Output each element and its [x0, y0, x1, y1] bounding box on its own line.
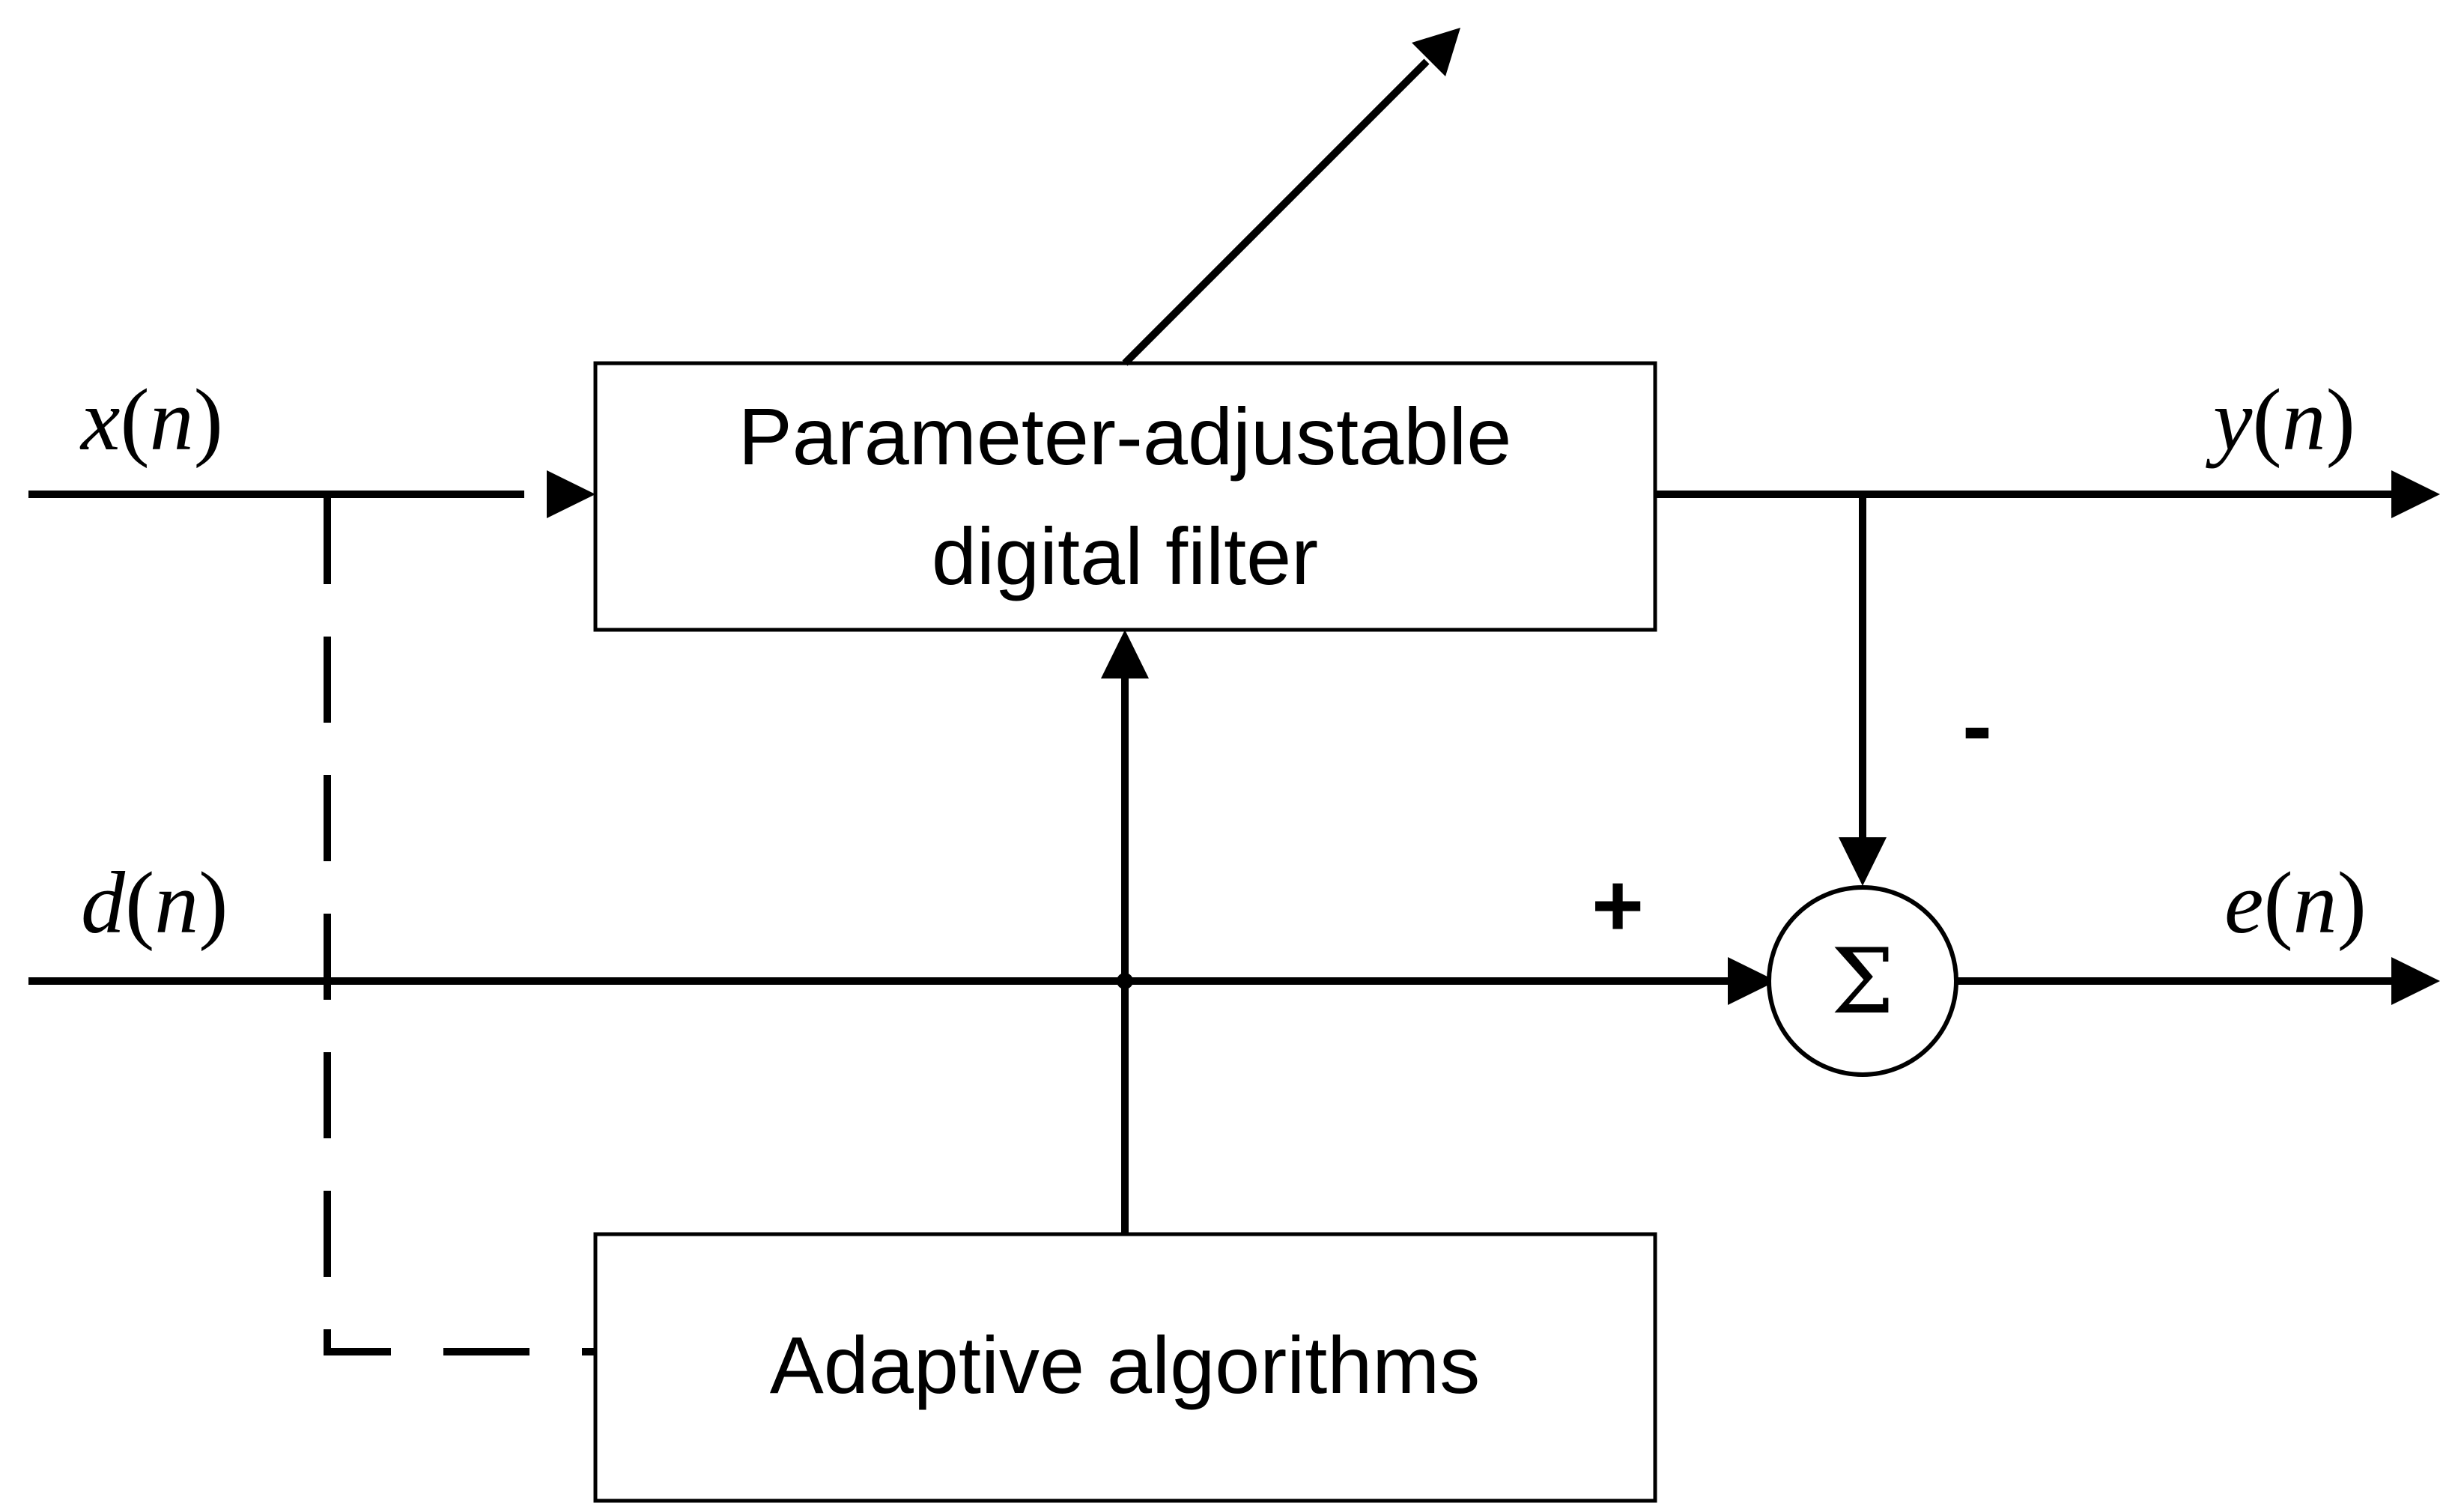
label-e-n: e(n) — [2224, 854, 2367, 952]
x-input-arrowhead — [547, 470, 595, 518]
x-to-algorithms-dashed-line — [324, 498, 595, 1355]
y-output-arrowhead — [2391, 470, 2440, 518]
label-d-n: d(n) — [81, 854, 228, 952]
junction-dot — [1117, 973, 1133, 989]
e-output-arrowhead — [2391, 957, 2440, 1005]
y-to-summer-arrowhead — [1839, 837, 1887, 886]
filter-block-label-line2: digital filter — [932, 511, 1318, 601]
filter-block — [593, 361, 1657, 632]
algorithms-block-label: Adaptive algorithms — [770, 1320, 1480, 1410]
label-y-n: y(n) — [2206, 371, 2355, 469]
algorithms-to-filter-arrowhead — [1101, 630, 1149, 678]
algorithms-block — [593, 1232, 1657, 1503]
filter-block-label-line1: Parameter-adjustable — [738, 391, 1512, 482]
minus-sign: - — [1962, 675, 1992, 776]
adjustment-arrowhead — [1412, 28, 1460, 76]
label-x-n: x(n) — [79, 371, 223, 469]
summing-symbol: Σ — [1831, 930, 1895, 1034]
adjustment-arrow-line — [1122, 58, 1430, 366]
d-input-arrowhead — [1728, 957, 1776, 1005]
plus-sign: + — [1591, 855, 1644, 956]
